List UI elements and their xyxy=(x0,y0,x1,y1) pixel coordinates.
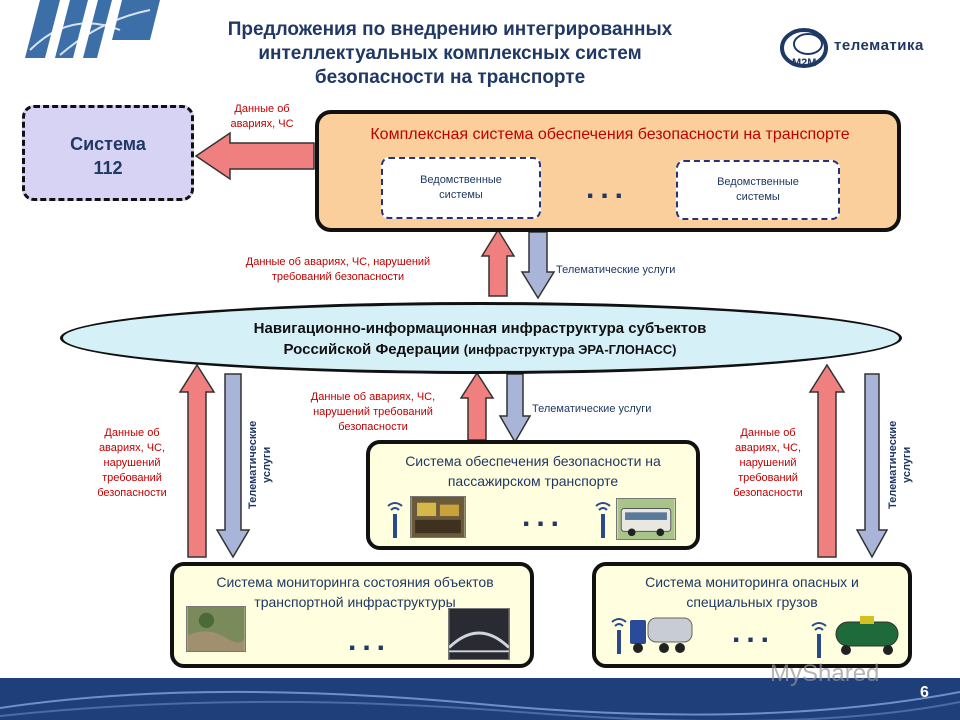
bridge-photo xyxy=(448,608,510,660)
passenger-ellipsis: ... xyxy=(522,500,566,533)
label-left-vertical-line2: услуги xyxy=(261,446,273,484)
label-to-112-line1: Данные об xyxy=(234,103,290,115)
label-left-line2: авариях, ЧС, xyxy=(98,442,166,454)
svg-text:M2M: M2M xyxy=(792,57,816,69)
footer-band xyxy=(0,678,960,720)
label-right-vertical-line2: услуги xyxy=(901,446,913,484)
label-mid-center: Данные об авариях, ЧС, нарушений требова… xyxy=(290,390,456,435)
label-right-side: Данные об авариях, ЧС, нарушений требова… xyxy=(718,426,818,501)
passenger-transport-title: Система обеспечения безопасности на пасс… xyxy=(405,453,661,489)
label-right-line4: требований xyxy=(738,472,798,484)
cargo-monitoring-box xyxy=(592,562,912,668)
page-title: Предложения по внедрению интегрированных… xyxy=(150,18,750,90)
label-mid-center-line2: нарушений требований xyxy=(313,406,433,418)
ksob-title: Комплексная система обеспечения безопасн… xyxy=(370,126,850,143)
antenna-icon xyxy=(387,502,403,538)
label-right-line1: Данные об xyxy=(740,427,796,439)
label-to-112-line2: авариях, ЧС xyxy=(230,118,294,130)
label-left-line4: требований xyxy=(102,472,162,484)
departmental-systems-left-label: Ведомственные системы xyxy=(420,174,502,201)
departmental-systems-left: Ведомственные системы xyxy=(381,157,541,219)
label-to-112: Данные об авариях, ЧС xyxy=(216,102,308,132)
tank-wagon-icon xyxy=(835,616,899,655)
arrow-down-right-blue xyxy=(855,373,889,559)
ksob-ellipsis: ... xyxy=(586,172,630,205)
ellipse-line2-main: Российской Федерации xyxy=(283,341,460,358)
label-left-line5: безопасности xyxy=(97,487,167,499)
label-up-center: Данные об авариях, ЧС, нарушений требова… xyxy=(208,255,468,285)
ellipse-line1: Навигационно-информационная инфраструкту… xyxy=(253,320,707,337)
ellipse-line2-small: (инфраструктура ЭРА-ГЛОНАСС) xyxy=(463,342,677,357)
infrastructure-ellipsis: ... xyxy=(348,624,392,657)
label-right-vertical-line1: Телематические xyxy=(887,420,899,510)
header-decoration xyxy=(0,0,170,60)
bus-interior-photo xyxy=(410,496,466,538)
tanker-truck-icon xyxy=(630,617,693,653)
arrow-up-left-red xyxy=(178,363,216,558)
watermark: MyShared xyxy=(770,660,880,687)
title-line-1: Предложения по внедрению интегрированных xyxy=(227,19,673,40)
system-112-line2: 112 xyxy=(93,158,123,178)
logo-text: телематика xyxy=(834,37,924,54)
arrow-up-mid-red xyxy=(459,371,495,441)
label-left-vertical-line1: Телематические xyxy=(247,420,259,510)
system-112-line1: Система xyxy=(70,134,146,154)
label-right-line2: авариях, ЧС, xyxy=(734,442,802,454)
title-line-3: безопасности на транспорте xyxy=(314,67,586,88)
label-up-center-line2: требований безопасности xyxy=(271,271,405,283)
antenna-icon xyxy=(611,618,627,654)
label-telematic-mid: Телематические услуги xyxy=(532,403,652,415)
label-mid-center-line1: Данные об авариях, ЧС, xyxy=(310,391,436,403)
antenna-icon xyxy=(811,622,827,658)
arrow-down-mid-blue xyxy=(498,373,532,444)
cargo-ellipsis: ... xyxy=(732,616,776,649)
telematika-logo-icon: M2M xyxy=(780,28,828,69)
label-up-center-line1: Данные об авариях, ЧС, нарушений xyxy=(245,256,431,268)
label-left-vertical: Телематические услуги xyxy=(246,410,274,520)
infrastructure-monitoring-title: Система мониторинга состояния объектов т… xyxy=(216,574,494,610)
label-right-line3: нарушений xyxy=(739,457,797,469)
system-112-box: Система 112 xyxy=(22,105,194,201)
departmental-systems-right: Ведомственные системы xyxy=(676,160,840,220)
label-left-side: Данные об авариях, ЧС, нарушений требова… xyxy=(82,426,182,501)
landslide-photo xyxy=(186,606,246,652)
label-telematic-top: Телематические услуги xyxy=(556,264,676,276)
label-left-line3: нарушений xyxy=(103,457,161,469)
label-mid-center-line3: безопасности xyxy=(338,421,408,433)
cargo-monitoring-title: Система мониторинга опасных и специальны… xyxy=(645,574,859,610)
page-number: 6 xyxy=(920,684,929,701)
antenna-icon xyxy=(595,502,611,538)
departmental-systems-right-label: Ведомственные системы xyxy=(717,176,799,203)
arrow-up-center-red xyxy=(480,228,516,297)
arrow-down-left-blue xyxy=(215,373,251,559)
title-line-2: интеллектуальных комплексных систем xyxy=(258,43,642,64)
label-right-line5: безопасности xyxy=(733,487,803,499)
navigation-infrastructure-ellipse xyxy=(60,302,902,374)
arrow-down-center-blue xyxy=(520,231,556,300)
label-left-line1: Данные об xyxy=(104,427,160,439)
label-right-vertical: Телематические услуги xyxy=(886,410,914,520)
bus-photo xyxy=(616,498,676,540)
navigation-infrastructure-text: Навигационно-информационная инфраструкту… xyxy=(140,318,820,360)
arrow-to-112 xyxy=(194,131,315,181)
arrow-up-right-red xyxy=(808,363,846,558)
